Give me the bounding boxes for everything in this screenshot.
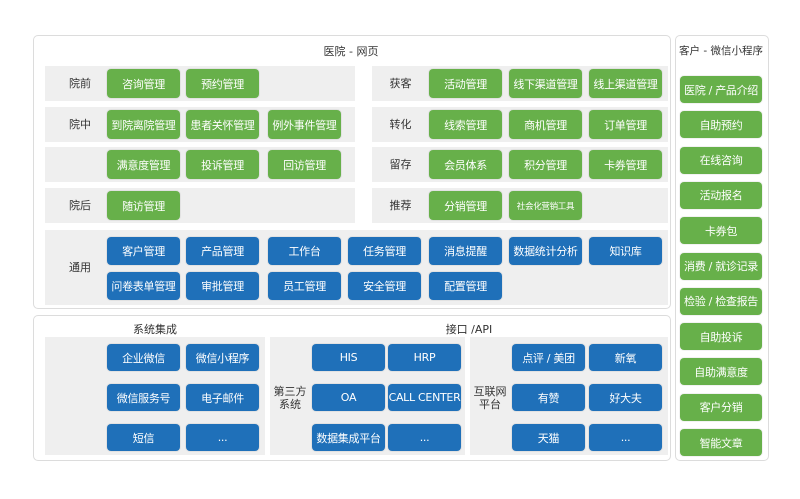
third-party-button[interactable]: 数据集成平台 xyxy=(312,424,385,451)
common-button[interactable]: 客户管理 xyxy=(107,237,180,265)
third-party-button[interactable]: OA xyxy=(312,384,385,411)
api-title: 接口 /API xyxy=(445,323,493,336)
module-button[interactable]: 订单管理 xyxy=(589,110,662,139)
miniapp-feature-button[interactable]: 自助投诉 xyxy=(680,323,762,351)
module-button[interactable]: 线下渠道管理 xyxy=(509,69,582,98)
third-party-label: 第三方系统 xyxy=(270,385,310,411)
integration-button[interactable]: 电子邮件 xyxy=(186,384,259,411)
module-button[interactable]: 投诉管理 xyxy=(186,150,259,179)
right-row-label: 留存 xyxy=(389,158,412,171)
integration-button[interactable]: 微信小程序 xyxy=(186,344,259,371)
module-button[interactable]: 患者关怀管理 xyxy=(186,110,259,139)
miniapp-feature-button[interactable]: 智能文章 xyxy=(680,429,762,456)
miniapp-panel xyxy=(675,35,769,461)
internet-platform-button[interactable]: 天猫 xyxy=(512,424,585,451)
integration-button[interactable]: 企业微信 xyxy=(107,344,180,371)
common-button[interactable]: 数据统计分析 xyxy=(509,237,582,265)
third-party-button[interactable]: ... xyxy=(388,424,461,451)
left-row-label: 院后 xyxy=(69,199,91,212)
miniapp-feature-button[interactable]: 在线咨询 xyxy=(680,146,762,174)
integration-button[interactable]: 微信服务号 xyxy=(107,384,180,411)
common-button[interactable]: 任务管理 xyxy=(348,237,421,265)
module-button[interactable]: 卡券管理 xyxy=(589,150,662,179)
internet-label: 互联网平台 xyxy=(470,385,510,411)
internet-platform-button[interactable]: ... xyxy=(589,424,662,451)
module-button[interactable]: 到院离院管理 xyxy=(107,110,180,139)
left-row-label: 院前 xyxy=(69,77,91,90)
right-row-label: 推荐 xyxy=(389,199,412,212)
integration-title: 系统集成 xyxy=(133,323,177,336)
module-button[interactable]: 咨询管理 xyxy=(107,69,180,98)
module-button[interactable]: 线上渠道管理 xyxy=(589,69,662,98)
internet-platform-button[interactable]: 好大夫 xyxy=(589,384,662,411)
module-button[interactable]: 分销管理 xyxy=(429,191,502,220)
miniapp-feature-button[interactable]: 客户分销 xyxy=(680,393,762,421)
internet-platform-button[interactable]: 有赞 xyxy=(512,384,585,411)
module-button[interactable]: 满意度管理 xyxy=(107,150,180,179)
web-panel-title: 医院 - 网页 xyxy=(323,45,379,58)
module-button[interactable]: 会员体系 xyxy=(429,150,502,179)
right-row-label: 转化 xyxy=(389,118,412,131)
left-row-bg xyxy=(45,188,355,223)
common-button[interactable]: 工作台 xyxy=(268,237,341,265)
right-row-label: 获客 xyxy=(389,77,412,90)
third-party-button[interactable]: CALL CENTER xyxy=(388,384,461,411)
module-button[interactable]: 回访管理 xyxy=(268,150,341,179)
internet-platform-button[interactable]: 点评 / 美团 xyxy=(512,344,585,371)
miniapp-feature-button[interactable]: 检验 / 检查报告 xyxy=(680,287,762,315)
third-party-label-line2: 系统 xyxy=(279,398,301,411)
common-button[interactable]: 安全管理 xyxy=(348,272,421,300)
common-button[interactable]: 审批管理 xyxy=(186,272,259,300)
internet-label-line1: 互联网 xyxy=(473,385,507,398)
common-button[interactable]: 消息提醒 xyxy=(429,237,502,265)
third-party-button[interactable]: HIS xyxy=(312,344,385,371)
miniapp-feature-button[interactable]: 消费 / 就诊记录 xyxy=(680,252,762,280)
module-button[interactable]: 商机管理 xyxy=(509,110,582,139)
common-button[interactable]: 配置管理 xyxy=(429,272,502,300)
module-button[interactable]: 积分管理 xyxy=(509,150,582,179)
miniapp-feature-button[interactable]: 活动报名 xyxy=(680,181,762,209)
common-button[interactable]: 产品管理 xyxy=(186,237,259,265)
common-label: 通用 xyxy=(69,261,91,274)
third-party-label-line1: 第三方 xyxy=(273,385,307,398)
internet-label-line2: 平台 xyxy=(479,398,501,411)
module-button[interactable]: 例外事件管理 xyxy=(268,110,341,139)
integration-button[interactable]: 短信 xyxy=(107,424,180,451)
internet-platform-button[interactable]: 新氧 xyxy=(589,344,662,371)
miniapp-feature-button[interactable]: 自助满意度 xyxy=(680,358,762,386)
common-button[interactable]: 问卷表单管理 xyxy=(107,272,180,300)
third-party-button[interactable]: HRP xyxy=(388,344,461,371)
miniapp-feature-button[interactable]: 医院 / 产品介绍 xyxy=(680,76,762,103)
common-button[interactable]: 知识库 xyxy=(589,237,662,265)
module-button[interactable]: 预约管理 xyxy=(186,69,259,98)
miniapp-feature-button[interactable]: 自助预约 xyxy=(680,111,762,139)
module-button[interactable]: 随访管理 xyxy=(107,191,180,220)
module-button[interactable]: 线索管理 xyxy=(429,110,502,139)
left-row-label: 院中 xyxy=(69,118,91,131)
module-button[interactable]: 活动管理 xyxy=(429,69,502,98)
integration-button[interactable]: ... xyxy=(186,424,259,451)
miniapp-feature-button[interactable]: 卡券包 xyxy=(680,217,762,245)
module-button[interactable]: 社会化营销工具 xyxy=(509,191,582,220)
common-button[interactable]: 员工管理 xyxy=(268,272,341,300)
miniapp-title: 客户 - 微信小程序 xyxy=(679,45,763,57)
